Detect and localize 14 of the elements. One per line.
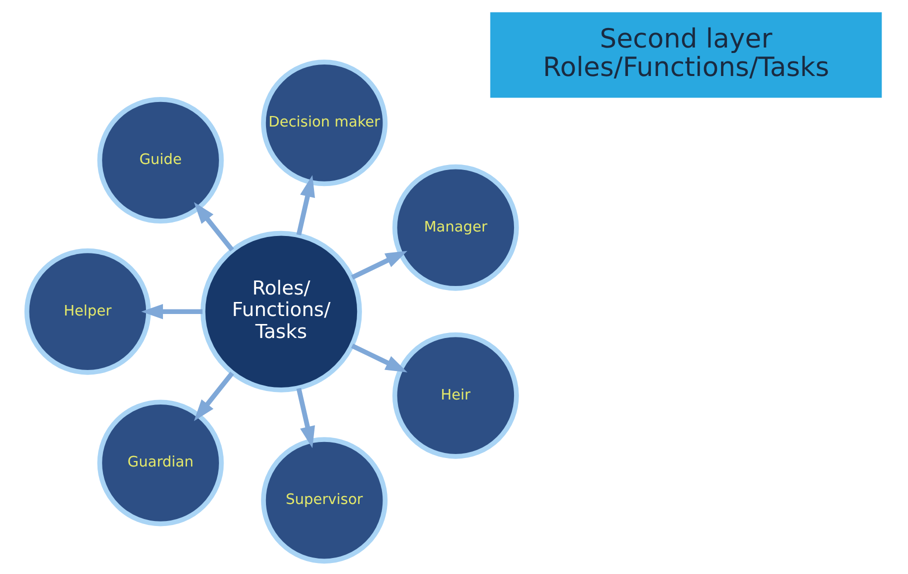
arrow: [194, 372, 234, 422]
node-circle: Helper: [24, 248, 151, 375]
node-circle: Decision maker: [261, 60, 388, 186]
arrow: [296, 175, 315, 236]
node-circle: Heir: [392, 332, 519, 459]
node-circle: Supervisor: [261, 437, 388, 564]
arrow: [194, 202, 234, 252]
node-box: Second layer Roles/Functions/Tasks: [490, 12, 882, 98]
node-circle: Manager: [392, 164, 519, 291]
node-circle: Roles/ Functions/ Tasks: [200, 230, 362, 392]
arrow: [351, 344, 408, 372]
arrow: [296, 388, 315, 448]
arrow: [141, 304, 202, 320]
arrow: [351, 250, 408, 280]
